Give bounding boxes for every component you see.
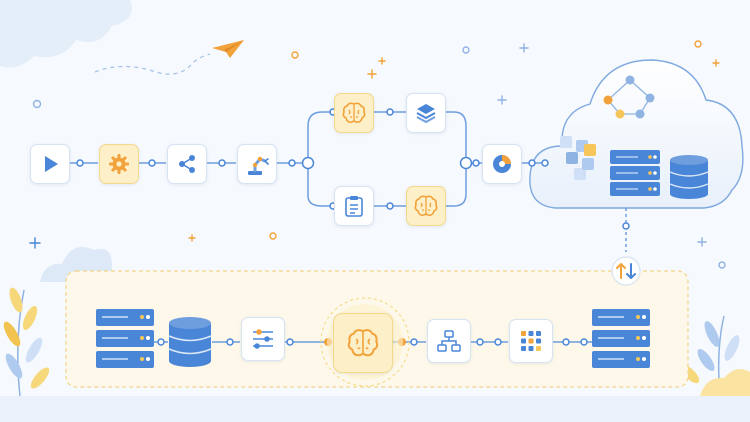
corner-cloud-top-left — [0, 0, 132, 68]
robot-node[interactable] — [237, 144, 277, 184]
server-target-node[interactable] — [592, 307, 650, 371]
server-rack-icon — [592, 309, 650, 368]
clipboard-icon — [345, 196, 363, 217]
brain-icon — [414, 195, 438, 216]
paper-plane-icon — [212, 40, 244, 58]
grid-icon — [521, 331, 541, 351]
sparkles — [29, 43, 720, 249]
database-source-node[interactable] — [168, 316, 212, 368]
small-rings — [32, 40, 726, 269]
ai-core-halo — [320, 297, 410, 387]
sliders-icon — [253, 329, 273, 349]
cloud-database-icon — [669, 155, 709, 199]
share-icon — [179, 155, 195, 173]
share-node[interactable] — [167, 144, 207, 184]
blocks-icon — [560, 136, 596, 180]
grid-apps-node[interactable] — [509, 319, 553, 363]
analytics-node[interactable] — [482, 144, 522, 184]
ai-core-node[interactable] — [333, 313, 393, 373]
robot-arm-icon — [248, 156, 269, 175]
brain-icon — [342, 102, 366, 123]
ai-model-2-node[interactable] — [406, 186, 446, 226]
bottom-ground — [0, 396, 750, 422]
settings-sliders-node[interactable] — [241, 317, 285, 361]
clipboard-node[interactable] — [334, 186, 374, 226]
network-graph-icon — [603, 75, 655, 119]
ai-model-node[interactable] — [334, 93, 374, 133]
hierarchy-icon — [437, 330, 461, 352]
pie-chart-icon — [493, 155, 511, 173]
brain-icon — [347, 329, 379, 357]
plant-left — [3, 287, 50, 397]
database-icon — [168, 317, 212, 367]
configure-node[interactable] — [99, 144, 139, 184]
play-icon — [45, 156, 58, 172]
dashed-flight-path — [94, 53, 211, 75]
server-rack-icon — [96, 309, 154, 368]
up-down-arrows-icon — [616, 263, 636, 279]
gear-icon — [109, 154, 129, 174]
layers-node[interactable] — [406, 93, 446, 133]
plant-right — [680, 315, 750, 397]
hierarchy-node[interactable] — [427, 319, 471, 363]
cloud-server-rack-icon — [610, 150, 660, 196]
layers-icon — [416, 104, 436, 124]
sync-node[interactable] — [611, 256, 641, 286]
server-source-node[interactable] — [96, 307, 154, 371]
start-node[interactable] — [30, 144, 70, 184]
